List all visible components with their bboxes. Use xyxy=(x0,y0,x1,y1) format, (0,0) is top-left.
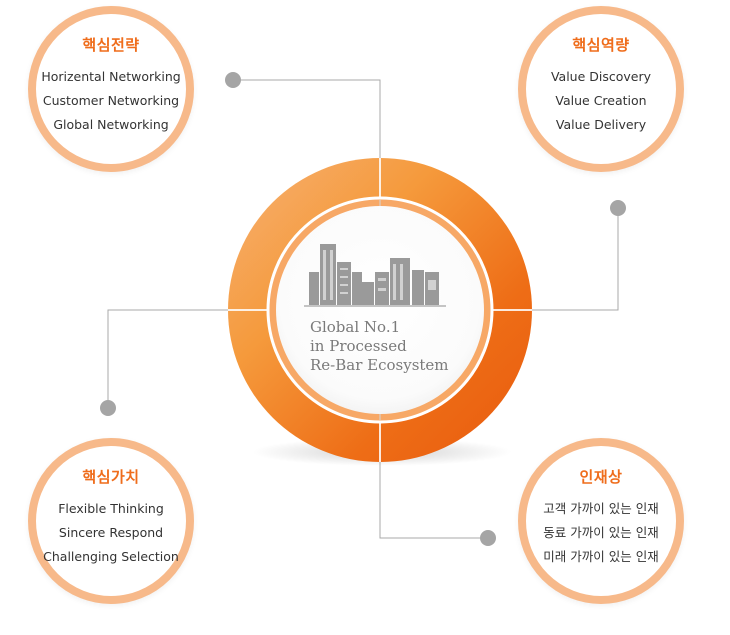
bubble-title: 핵심가치 xyxy=(82,468,140,486)
center-slogan: Global No.1 in Processed Re-Bar Ecosyste… xyxy=(310,318,480,375)
talent-bubble: 인재상 고객 가까이 있는 인재 동료 가까이 있는 인재 미래 가까이 있는 … xyxy=(518,438,684,604)
core-competency-bubble: 핵심역량 Value Discovery Value Creation Valu… xyxy=(518,6,684,172)
bubble-item: Value Discovery xyxy=(550,69,652,84)
bubble-item: Customer Networking xyxy=(42,93,180,108)
bubble-item: 고객 가까이 있는 인재 xyxy=(543,501,659,516)
bubble-title: 핵심역량 xyxy=(572,36,630,54)
bubble-item: 미래 가까이 있는 인재 xyxy=(543,549,659,564)
bubble-item: Horizental Networking xyxy=(41,69,181,84)
core-strategy-bubble: 핵심전략 Horizental Networking Customer Netw… xyxy=(28,6,194,172)
bubble-item: Sincere Respond xyxy=(58,525,164,540)
center-line-3: Re-Bar Ecosystem xyxy=(310,356,449,374)
bubble-item: Value Creation xyxy=(555,93,647,108)
bubble-title: 인재상 xyxy=(579,468,623,486)
connector-dot-top-right xyxy=(610,200,626,216)
center-line-1: Global No.1 xyxy=(310,318,401,336)
core-value-bubble: 핵심가치 Flexible Thinking Sincere Respond C… xyxy=(28,438,194,604)
connector-dot-bottom-right xyxy=(480,530,496,546)
bubble-item: Challenging Selection xyxy=(43,549,179,564)
connector-dot-bottom-left xyxy=(100,400,116,416)
inner-disc xyxy=(276,206,484,414)
bubble-item: 동료 가까이 있는 인재 xyxy=(543,525,659,540)
bubble-item: Value Delivery xyxy=(555,117,647,132)
bubble-title: 핵심전략 xyxy=(82,36,140,54)
center-line-2: in Processed xyxy=(310,337,407,355)
bubble-item: Flexible Thinking xyxy=(58,501,164,516)
bubble-item: Global Networking xyxy=(53,117,169,132)
connector-dot-top-left xyxy=(225,72,241,88)
